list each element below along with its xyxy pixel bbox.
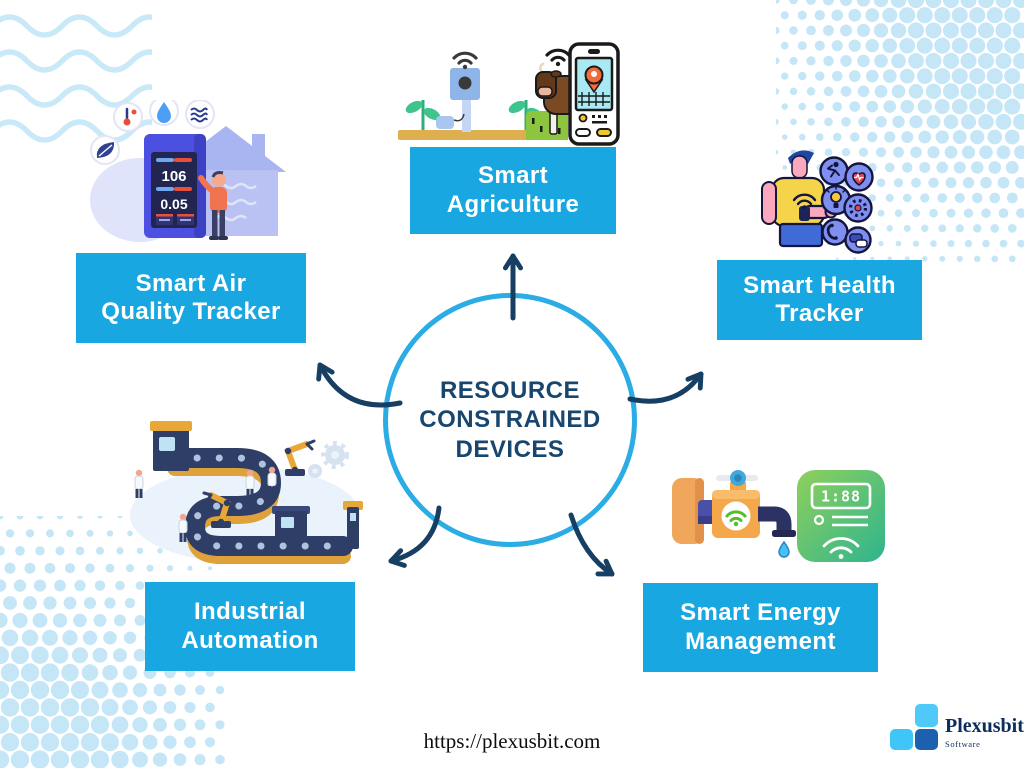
title-line: CONSTRAINED: [419, 406, 601, 434]
wifi-icon: [452, 51, 478, 70]
faucet-icon: [672, 470, 796, 558]
air-waves-icon: [185, 100, 215, 129]
logo-squares-icon: [890, 704, 938, 750]
machine-cabinet: [150, 421, 192, 471]
logo-brand-subtitle: Software: [945, 738, 981, 749]
node-label-line: Industrial: [193, 598, 306, 626]
node-smart-health-tracker: Smart Health Tracker: [717, 260, 922, 340]
center-circle: RESOURCE CONSTRAINED DEVICES: [383, 293, 637, 547]
worker: [134, 469, 144, 498]
runner-icon: [819, 156, 849, 186]
node-smart-agriculture: Smart Agriculture: [410, 147, 616, 234]
industrial-automation-illustration: [130, 421, 363, 564]
air-monitor-device: 106 0.05: [144, 134, 206, 238]
website-url: https://plexusbit.com: [423, 729, 601, 753]
node-label-line: Smart Air: [135, 269, 247, 297]
logo-square-light: [915, 704, 938, 727]
air-quality-illustration: 106 0.05: [90, 100, 286, 242]
node-label-line: Management: [685, 627, 836, 655]
phone-call-icon: [821, 218, 849, 246]
logo-brand-name: Plexusbit: [945, 714, 1024, 737]
air-reading-secondary: 0.05: [160, 196, 187, 212]
node-label-line: Automation: [181, 626, 319, 654]
wifi-icon: [545, 48, 571, 67]
device-panels: [156, 214, 194, 225]
node-label-line: Smart Energy: [680, 599, 841, 627]
node-label-line: Tracker: [775, 300, 864, 327]
control-console: [272, 506, 310, 541]
logo-text: Plexusbit Software: [945, 706, 1024, 749]
wifi-icon: [822, 537, 860, 559]
worker: [267, 466, 277, 495]
gear-icon: [843, 193, 873, 223]
node-smart-air-quality-tracker: Smart Air Quality Tracker: [76, 253, 306, 343]
worker: [245, 469, 255, 498]
smart-meter-icon: 1:88: [797, 470, 885, 562]
person: [198, 171, 228, 240]
robot-arm-icon: [202, 491, 231, 528]
arrow-to-health: [627, 371, 704, 404]
node-label-line: Smart: [477, 162, 549, 190]
smartwatch: [799, 206, 810, 221]
node-smart-energy-management: Smart Energy Management: [643, 583, 878, 672]
water-drop-icon: [149, 100, 179, 126]
air-reading-primary: 106: [161, 168, 186, 185]
location-pin-icon: [584, 65, 604, 94]
soil: [398, 130, 550, 140]
water-drop-icon: [778, 540, 790, 558]
tracking-phone: [568, 42, 620, 146]
node-label-line: Quality Tracker: [101, 298, 281, 325]
end-pillar: [343, 501, 363, 549]
heart-pulse-icon: [844, 162, 874, 192]
wifi-icon: [725, 510, 747, 527]
halftone-dots-bottom-left: [0, 516, 225, 768]
node-label-line: Agriculture: [446, 190, 580, 218]
energy-management-illustration: 1:88: [672, 470, 885, 562]
title-line: DEVICES: [455, 435, 565, 463]
logo-square-light: [890, 729, 913, 750]
soil-sensor: [436, 51, 480, 132]
wifi-icon: [792, 193, 817, 209]
gear-icon: [308, 441, 349, 478]
chat-icon: [844, 226, 872, 254]
plant: [405, 100, 441, 130]
thermometer-icon: [113, 102, 143, 132]
health-tracker-illustration: [761, 150, 874, 254]
bush: [526, 111, 568, 140]
leaf-icon: [90, 135, 120, 165]
map-grid: [578, 92, 610, 106]
diagram-title: RESOURCE CONSTRAINED DEVICES: [419, 376, 601, 464]
title-line: RESOURCE: [439, 377, 580, 405]
agriculture-illustration: [398, 42, 620, 146]
logo-square-empty: [890, 704, 913, 727]
meter-display: 1:88: [821, 488, 861, 506]
plexusbit-logo: Plexusbit Software: [890, 704, 1024, 750]
person: [761, 150, 838, 248]
node-label-line: Smart Health: [743, 271, 896, 299]
node-industrial-automation: Industrial Automation: [145, 582, 355, 671]
logo-square-dark: [915, 729, 938, 750]
worker: [178, 513, 188, 542]
robot-arm-icon: [284, 439, 316, 476]
